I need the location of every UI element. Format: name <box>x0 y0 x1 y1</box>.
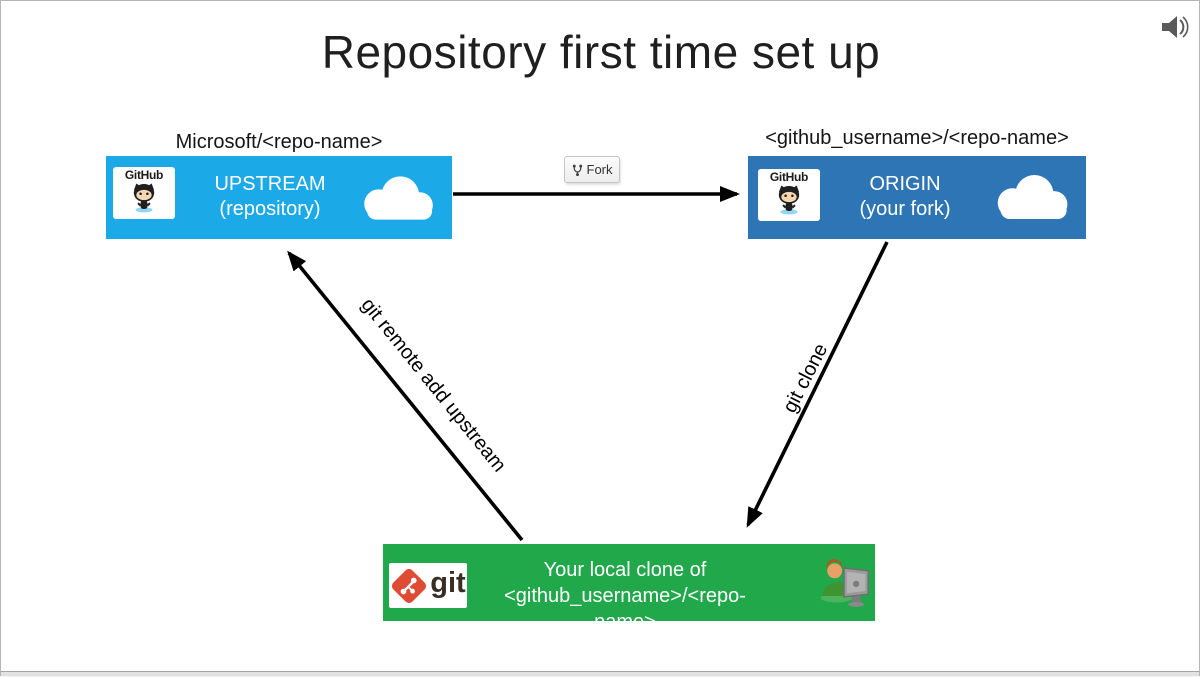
local-clone-line2: <github_username>/<repo-name> <box>504 585 746 633</box>
slide-bottom-edge <box>1 671 1199 676</box>
github-logo-text: GitHub <box>769 170 809 184</box>
upstream-box-text: UPSTREAM (repository) <box>184 172 356 222</box>
local-clone-text: Your local clone of <github_username>/<r… <box>479 557 771 635</box>
octocat-icon <box>778 185 800 215</box>
fork-icon <box>572 164 582 176</box>
github-logo: GitHub <box>113 167 175 219</box>
fork-button[interactable]: Fork <box>564 156 620 183</box>
github-logo-text: GitHub <box>124 168 164 182</box>
origin-repo-path-label: <github_username>/<repo-name> <box>765 127 1069 149</box>
upstream-repo-path-label: Microsoft/<repo-name> <box>175 131 383 153</box>
cloud-icon <box>997 175 1068 219</box>
upstream-name: UPSTREAM <box>214 173 326 195</box>
upstream-subtitle: (repository) <box>219 198 321 220</box>
clone-arrow-label: git clone <box>778 340 833 417</box>
clone-arrow <box>746 241 889 528</box>
remote-add-arrow-label: git remote add upstream <box>356 294 511 477</box>
local-clone-box: git Your local clone of <github_username… <box>383 544 875 633</box>
local-clone-line1: Your local clone of <box>543 559 707 581</box>
github-logo: GitHub <box>758 169 820 221</box>
upstream-box: GitHub UPSTREAM (repository) <box>106 156 452 239</box>
git-logo: git <box>389 563 467 608</box>
fork-button-label: Fork <box>586 162 613 177</box>
origin-subtitle: (your fork) <box>859 198 951 220</box>
audio-speaker-icon[interactable] <box>1159 13 1193 41</box>
origin-name: ORIGIN <box>869 173 941 195</box>
git-diamond-icon <box>392 568 427 603</box>
remote-add-arrow <box>287 250 524 542</box>
cloud-icon <box>364 176 433 220</box>
octocat-icon <box>133 183 155 213</box>
origin-box-text: ORIGIN (your fork) <box>820 172 990 222</box>
person-at-computer-icon <box>820 559 869 607</box>
git-logo-text: git <box>430 567 466 599</box>
origin-box: GitHub ORIGIN (your fork) <box>748 156 1086 239</box>
slide-title: Repository first time set up <box>321 26 881 78</box>
